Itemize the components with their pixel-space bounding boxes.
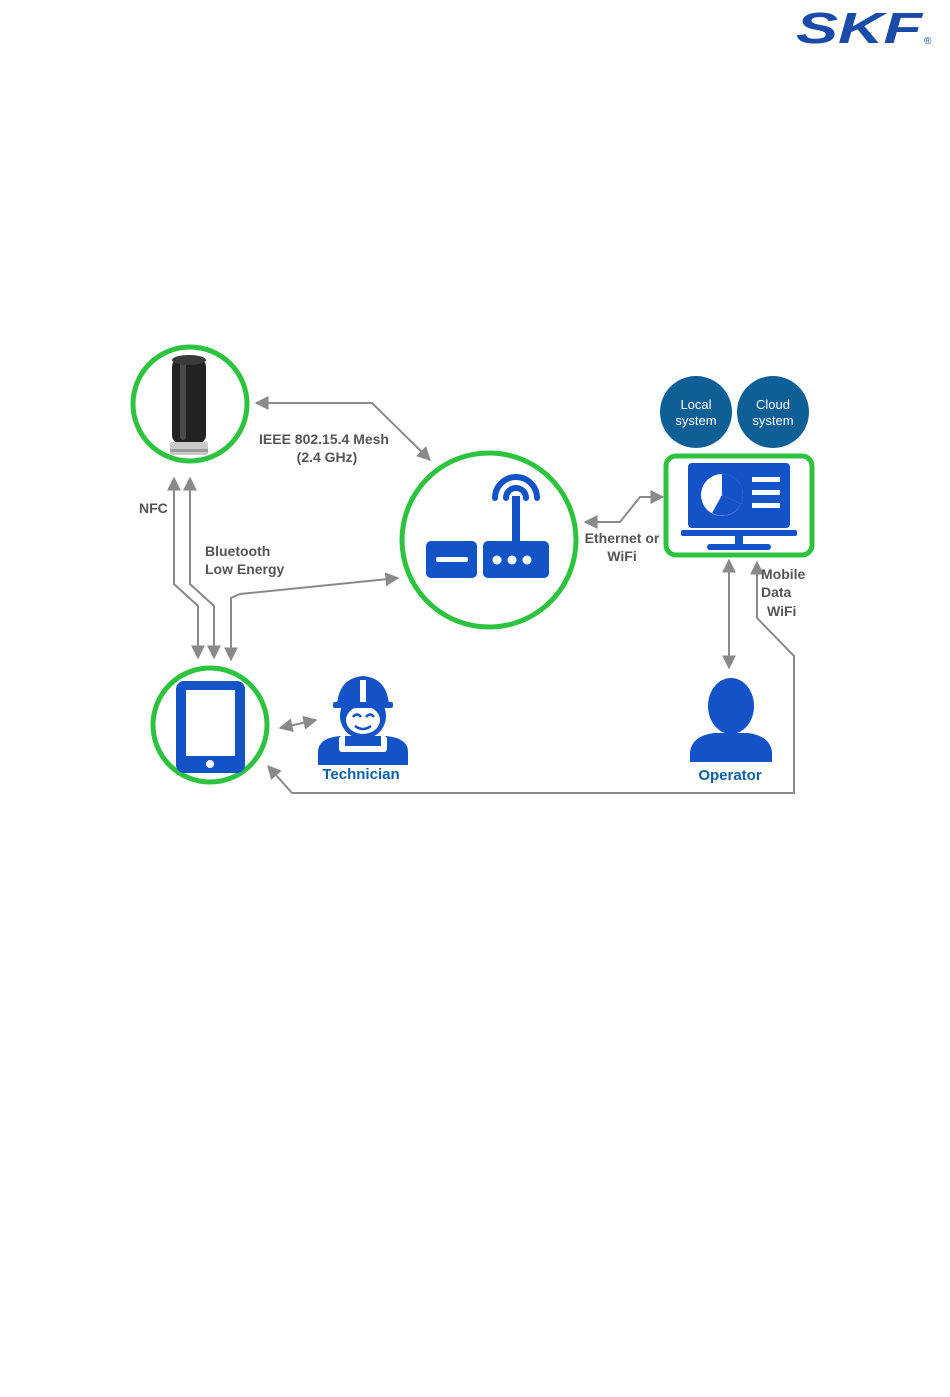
cloud-system-label-line1: Cloud — [756, 397, 790, 412]
nfc-link-line — [174, 478, 198, 658]
ble-label-line1: Bluetooth — [205, 543, 270, 559]
mobile-label-line3: WiFi — [767, 603, 796, 619]
nfc-label: NFC — [139, 500, 168, 516]
operator-node: Operator — [690, 678, 772, 784]
gateway-ring — [402, 453, 576, 627]
technician-node: Technician — [318, 676, 408, 783]
cloud-system-label-line2: system — [752, 413, 793, 428]
technician-tablet-line — [280, 720, 316, 728]
tablet-gateway-line — [231, 578, 398, 660]
mesh-label-line2: (2.4 GHz) — [297, 449, 358, 465]
ethernet-link-line — [585, 497, 663, 522]
mobile-label-line1: Mobile — [761, 566, 806, 582]
cloud-system-node: Cloud system — [737, 376, 809, 448]
local-system-label-line1: Local — [680, 397, 711, 412]
mesh-label-line1: IEEE 802.15.4 Mesh — [259, 431, 389, 447]
operator-label: Operator — [698, 767, 762, 784]
technician-hardhat-icon — [318, 676, 408, 765]
mobile-label-line2: Data — [761, 584, 792, 600]
dashboard-node — [666, 456, 812, 555]
tablet-node — [153, 668, 267, 782]
local-system-node: Local system — [660, 376, 732, 448]
gateway-node — [402, 453, 576, 627]
tablet-icon — [176, 681, 245, 773]
technician-label: Technician — [322, 766, 399, 783]
ethernet-label-line1: Ethernet or — [585, 530, 660, 546]
wireless-sensor-icon — [170, 355, 208, 455]
local-system-label-line2: system — [675, 413, 716, 428]
ble-label-line2: Low Energy — [205, 561, 285, 577]
operator-user-icon — [690, 678, 772, 762]
sensor-node — [133, 347, 247, 461]
ethernet-label-line2: WiFi — [607, 548, 636, 564]
